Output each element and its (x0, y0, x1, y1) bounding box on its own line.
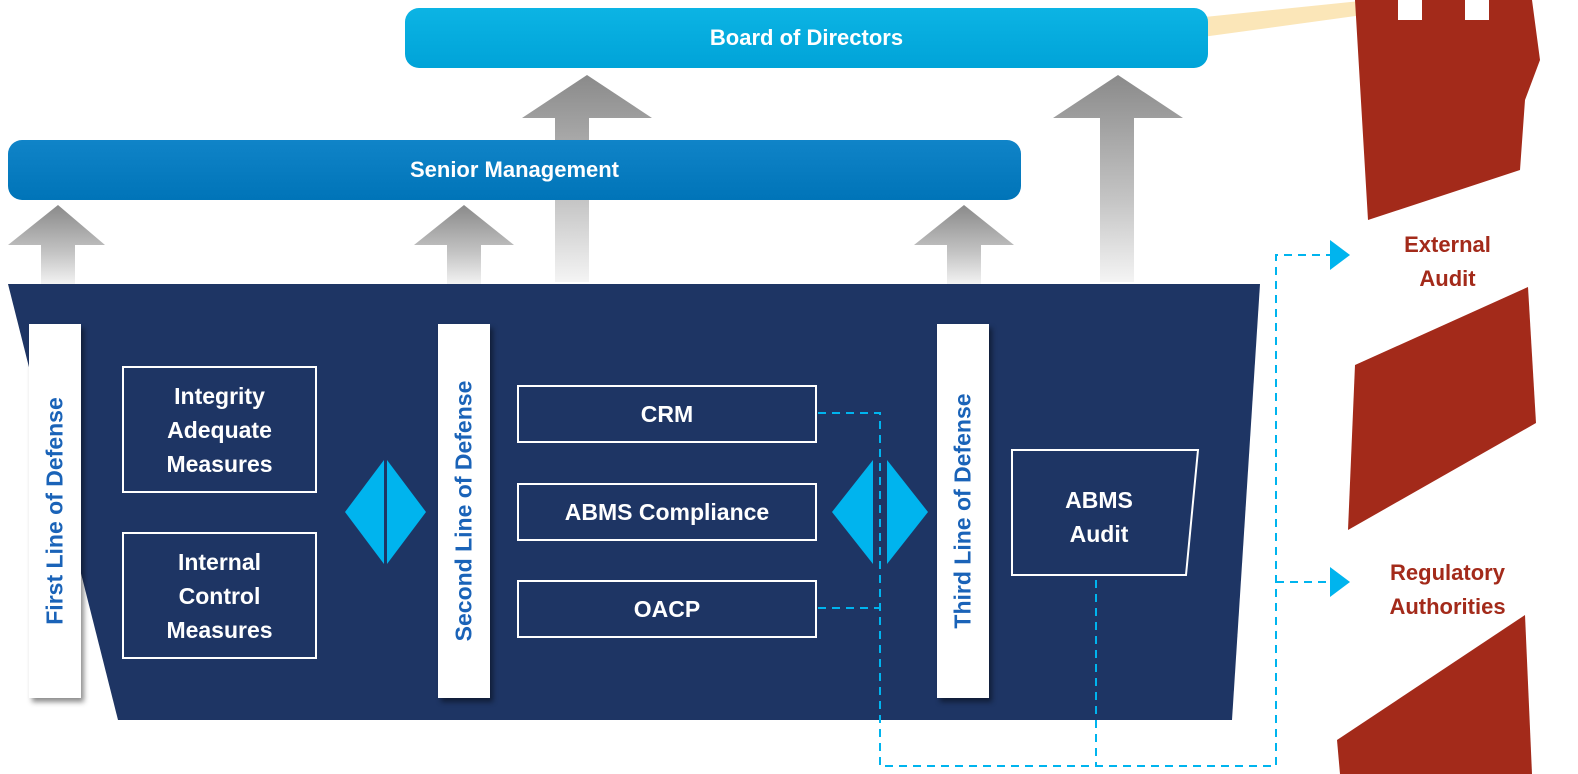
external-audit-label: External Audit (1404, 232, 1491, 291)
second-line-of-defense: Second Line of Defense (438, 324, 490, 698)
arrow-up-icon (8, 205, 105, 285)
tower-icon (1337, 0, 1540, 774)
abms-audit-box (1011, 449, 1200, 576)
dashed-connectors (818, 254, 1330, 767)
third-line-of-defense: Third Line of Defense (937, 324, 989, 698)
arrow-right-icon (1330, 567, 1350, 597)
internal-control-box: Internal Control Measures (122, 532, 317, 659)
diamond-arrow-icon (832, 460, 928, 564)
crm-box: CRM (517, 385, 817, 443)
senior-management-label: Senior Management (409, 157, 620, 182)
arrow-up-icon (914, 205, 1014, 285)
regulatory-authorities-label: Regulatory Authorities (1389, 560, 1506, 619)
oacp-label: OACP (633, 596, 701, 622)
light-beam (1195, 0, 1370, 38)
board-of-directors-bar: Board of Directors (405, 8, 1208, 68)
crm-label: CRM (640, 401, 694, 427)
board-of-directors-label: Board of Directors (709, 25, 904, 50)
arrow-right-icon (1330, 240, 1350, 270)
first-line-label: First Line of Defense (41, 397, 68, 625)
senior-management-bar: Senior Management (8, 140, 1021, 200)
arrow-up-icon (1053, 75, 1183, 282)
diamond-arrow-icon (345, 460, 426, 564)
first-line-of-defense: First Line of Defense (29, 324, 81, 698)
abms-audit-label: ABMS Audit (1065, 487, 1133, 547)
oacp-box: OACP (517, 580, 817, 638)
integrity-measures-label: Integrity Adequate Measures (166, 382, 273, 477)
internal-control-label: Internal Control Measures (166, 548, 273, 643)
arrow-up-icon (414, 205, 514, 285)
integrity-measures-box: Integrity Adequate Measures (122, 366, 317, 493)
abms-compliance-label: ABMS Compliance (564, 499, 770, 525)
abms-compliance-box: ABMS Compliance (517, 483, 817, 541)
second-line-label: Second Line of Defense (450, 380, 477, 642)
third-line-label: Third Line of Defense (949, 393, 976, 629)
